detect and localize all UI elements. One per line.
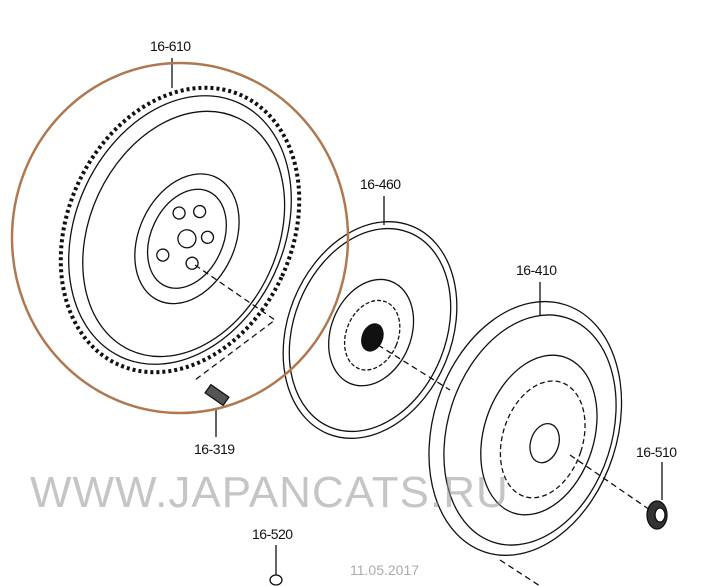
label-bolt[interactable]: 16-319 bbox=[194, 441, 235, 457]
pilot-part-drawing[interactable] bbox=[269, 574, 283, 586]
bolt-drawing[interactable] bbox=[204, 383, 230, 407]
label-release-bearing[interactable]: 16-510 bbox=[636, 444, 677, 460]
flywheel-drawing[interactable] bbox=[16, 49, 344, 412]
flywheel-highlight-circle bbox=[10, 61, 350, 415]
label-pilot-part[interactable]: 16-520 bbox=[252, 526, 293, 542]
label-clutch-disc[interactable]: 16-460 bbox=[360, 176, 401, 192]
clutch-disc-drawing[interactable] bbox=[252, 195, 488, 464]
label-pressure-plate[interactable]: 16-410 bbox=[516, 262, 557, 278]
release-bearing-drawing[interactable] bbox=[646, 500, 668, 530]
assembly-axis-lines bbox=[194, 264, 651, 586]
pressure-plate-drawing[interactable] bbox=[398, 276, 653, 580]
date-stamp: 11.05.2017 bbox=[350, 562, 420, 578]
watermark: WWW.JAPANCATS.RU bbox=[30, 468, 509, 517]
label-flywheel[interactable]: 16-610 bbox=[150, 38, 191, 54]
